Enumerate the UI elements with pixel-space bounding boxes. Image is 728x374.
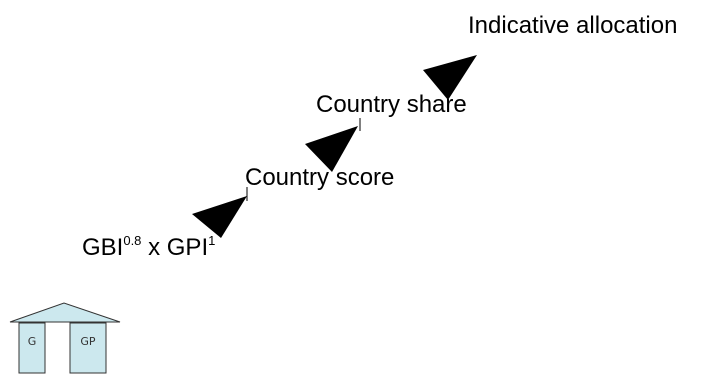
temple-logo-icon: G GP bbox=[9, 302, 121, 374]
step-label-country-share: Country share bbox=[316, 91, 467, 118]
logo-pillar-right bbox=[69, 322, 107, 374]
formula-gpi: GPI bbox=[166, 234, 209, 261]
arrow-score-to-share-icon bbox=[305, 118, 361, 172]
formula-times: x bbox=[141, 234, 167, 261]
step-label-country-score: Country score bbox=[245, 164, 395, 191]
step-label-indicative-allocation: Indicative allocation bbox=[468, 12, 678, 39]
arrow-formula-to-score-icon bbox=[192, 187, 248, 238]
formula-gbi-exponent: 0.8 bbox=[123, 233, 142, 248]
formula-gbi: GBI bbox=[82, 234, 124, 261]
logo-pillar-right-text: GP bbox=[80, 335, 96, 348]
logo-pillar-left bbox=[18, 322, 46, 374]
logo-pillar-left-text: G bbox=[28, 335, 37, 348]
formula-gpi-exponent: 1 bbox=[208, 233, 216, 248]
step-label-formula: GBI0.8 x GPI1 bbox=[82, 233, 216, 261]
arrow-share-to-allocation-icon bbox=[423, 55, 477, 100]
logo-roof bbox=[9, 302, 121, 323]
